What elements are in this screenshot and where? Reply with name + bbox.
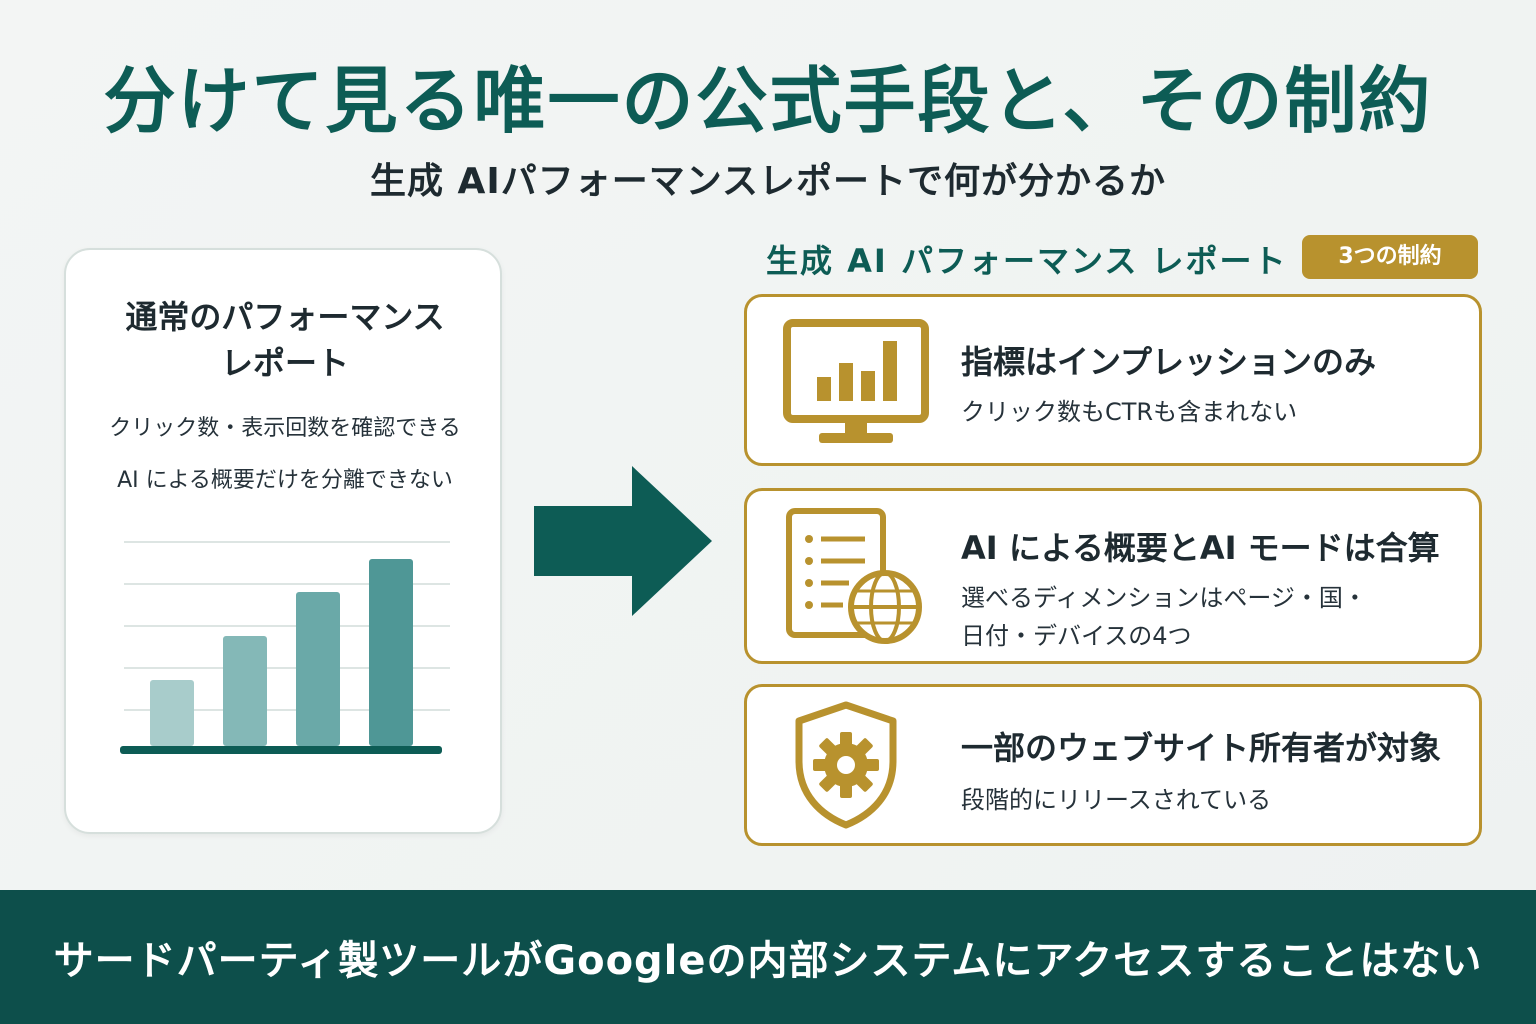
normal-report-card: 通常のパフォーマンス レポート クリック数・表示回数を確認できる AI による概… xyxy=(64,248,502,834)
card-desc-impressions: クリック数もCTRも含まれない xyxy=(961,393,1297,431)
card-desc-line: 段階的にリリースされている xyxy=(961,786,1272,814)
constraint-card-combined: AI による概要とAI モードは合算 選べるディメンションはページ・国・ 日付・… xyxy=(744,488,1482,664)
bar-chart-illustration xyxy=(120,541,450,754)
normal-report-title-line2: レポート xyxy=(220,344,349,382)
document-globe-icon xyxy=(786,508,922,644)
shield-gear-icon xyxy=(795,701,897,829)
footer-text: サードパーティ製ツールがGoogleの内部システムにアクセスすることはない xyxy=(53,938,1483,984)
right-arrow-icon xyxy=(534,466,712,616)
footer-banner: サードパーティ製ツールがGoogleの内部システムにアクセスすることはない xyxy=(0,890,1536,1024)
bars-group xyxy=(150,559,413,746)
normal-report-title-line1: 通常のパフォーマンス xyxy=(125,298,445,336)
normal-report-desc-no-split: AI による概要だけを分離できない xyxy=(117,468,453,493)
chart-bar xyxy=(150,680,194,746)
chart-bar xyxy=(369,559,413,746)
card-desc-combined: 選べるディメンションはページ・国・ 日付・デバイスの4つ xyxy=(961,579,1461,655)
card-desc-rollout: 段階的にリリースされている xyxy=(961,781,1271,819)
card-title-combined: AI による概要とAI モードは合算 xyxy=(961,529,1440,567)
ai-report-heading: 生成 AI パフォーマンス レポート xyxy=(766,242,1288,280)
normal-report-title: 通常のパフォーマンス レポート xyxy=(86,294,484,386)
page-title: 分けて見る唯一の公式手段と、その制約 xyxy=(103,59,1433,143)
monitor-chart-icon xyxy=(783,319,929,443)
card-title-impressions: 指標はインプレッションのみ xyxy=(961,343,1377,381)
constraint-card-rollout: 一部のウェブサイト所有者が対象 段階的にリリースされている xyxy=(744,684,1482,846)
card-desc-line: 選べるディメンションはページ・国・ xyxy=(961,584,1367,612)
constraint-card-impressions: 指標はインプレッションのみ クリック数もCTRも含まれない xyxy=(744,294,1482,466)
page-subtitle: 生成 AIパフォーマンスレポートで何が分かるか xyxy=(369,161,1167,202)
card-title-rollout: 一部のウェブサイト所有者が対象 xyxy=(961,729,1442,767)
card-desc-line: 日付・デバイスの4つ xyxy=(961,622,1192,650)
chart-bar xyxy=(296,592,340,746)
chart-baseline xyxy=(120,746,442,754)
card-desc-line: クリック数もCTRも含まれない xyxy=(961,398,1298,426)
normal-report-desc-clicks: クリック数・表示回数を確認できる xyxy=(109,416,461,441)
constraints-badge: 3つの制約 xyxy=(1302,235,1478,279)
chart-bar xyxy=(223,636,267,746)
